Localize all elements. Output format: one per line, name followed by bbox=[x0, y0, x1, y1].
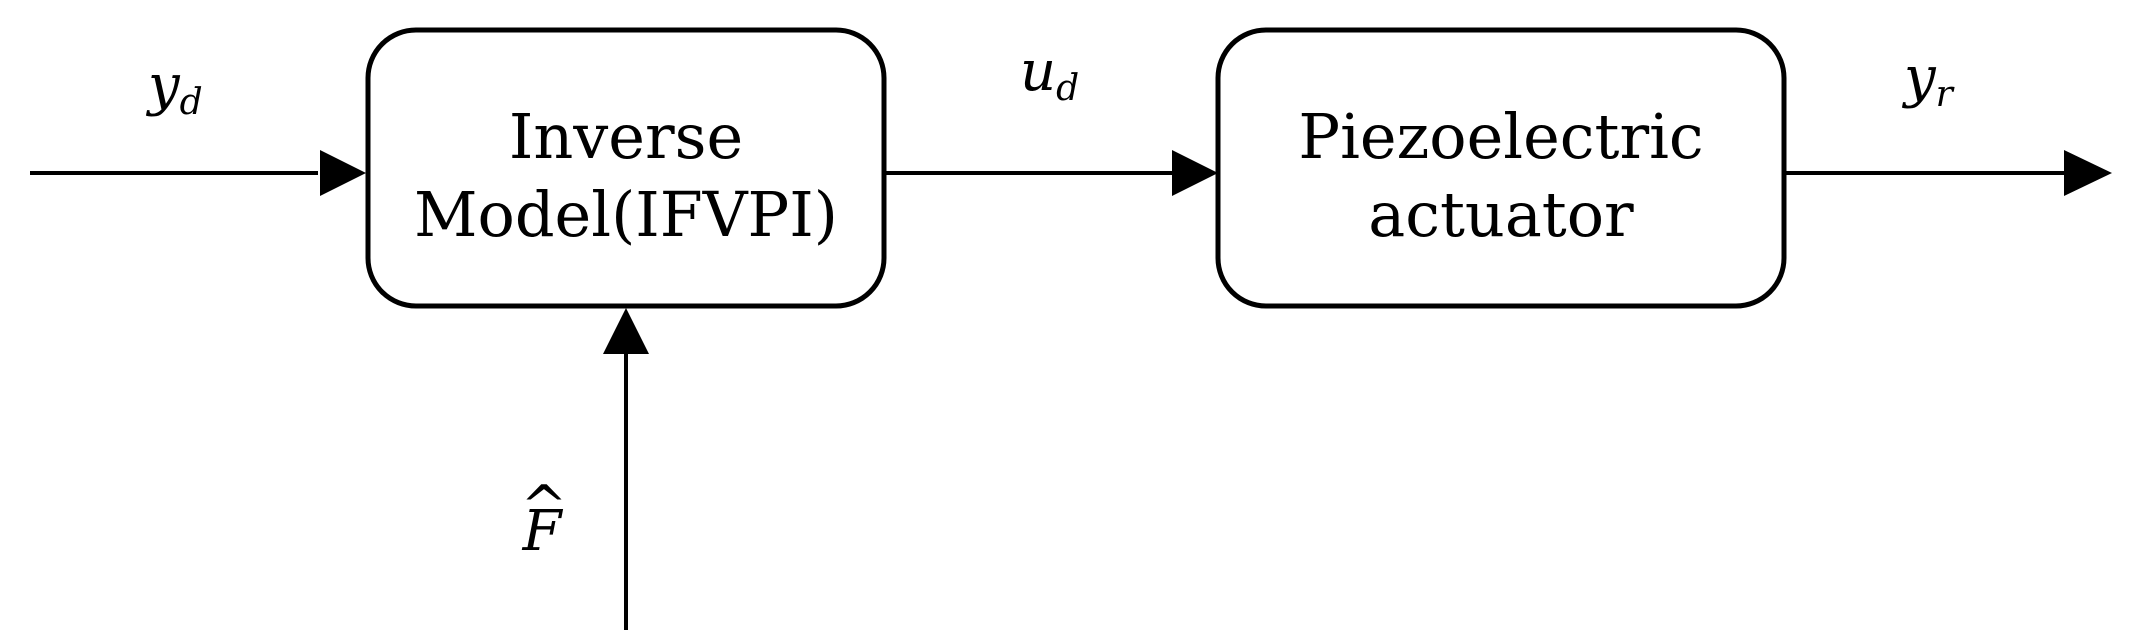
control-signal-label: ud bbox=[1020, 39, 1079, 109]
actuator-block bbox=[1215, 27, 1787, 309]
inverse-model-block bbox=[365, 27, 887, 309]
estimate-signal-accent: ^ bbox=[521, 474, 568, 539]
estimate-signal-label: F bbox=[522, 499, 564, 564]
estimate-arrowhead bbox=[603, 308, 649, 354]
input-arrowhead bbox=[320, 150, 366, 196]
input-signal-label: yd bbox=[145, 53, 203, 123]
output-arrowhead bbox=[2064, 150, 2112, 196]
inverse-model-label-line2: Model(IFVPI) bbox=[414, 178, 838, 251]
actuator-label-line1: Piezoelectric bbox=[1298, 100, 1703, 173]
output-signal-label: yr bbox=[1901, 45, 1955, 115]
inverse-model-label-line1: Inverse bbox=[509, 100, 743, 173]
actuator-label-line2: actuator bbox=[1368, 178, 1634, 251]
control-arrowhead bbox=[1172, 150, 1218, 196]
